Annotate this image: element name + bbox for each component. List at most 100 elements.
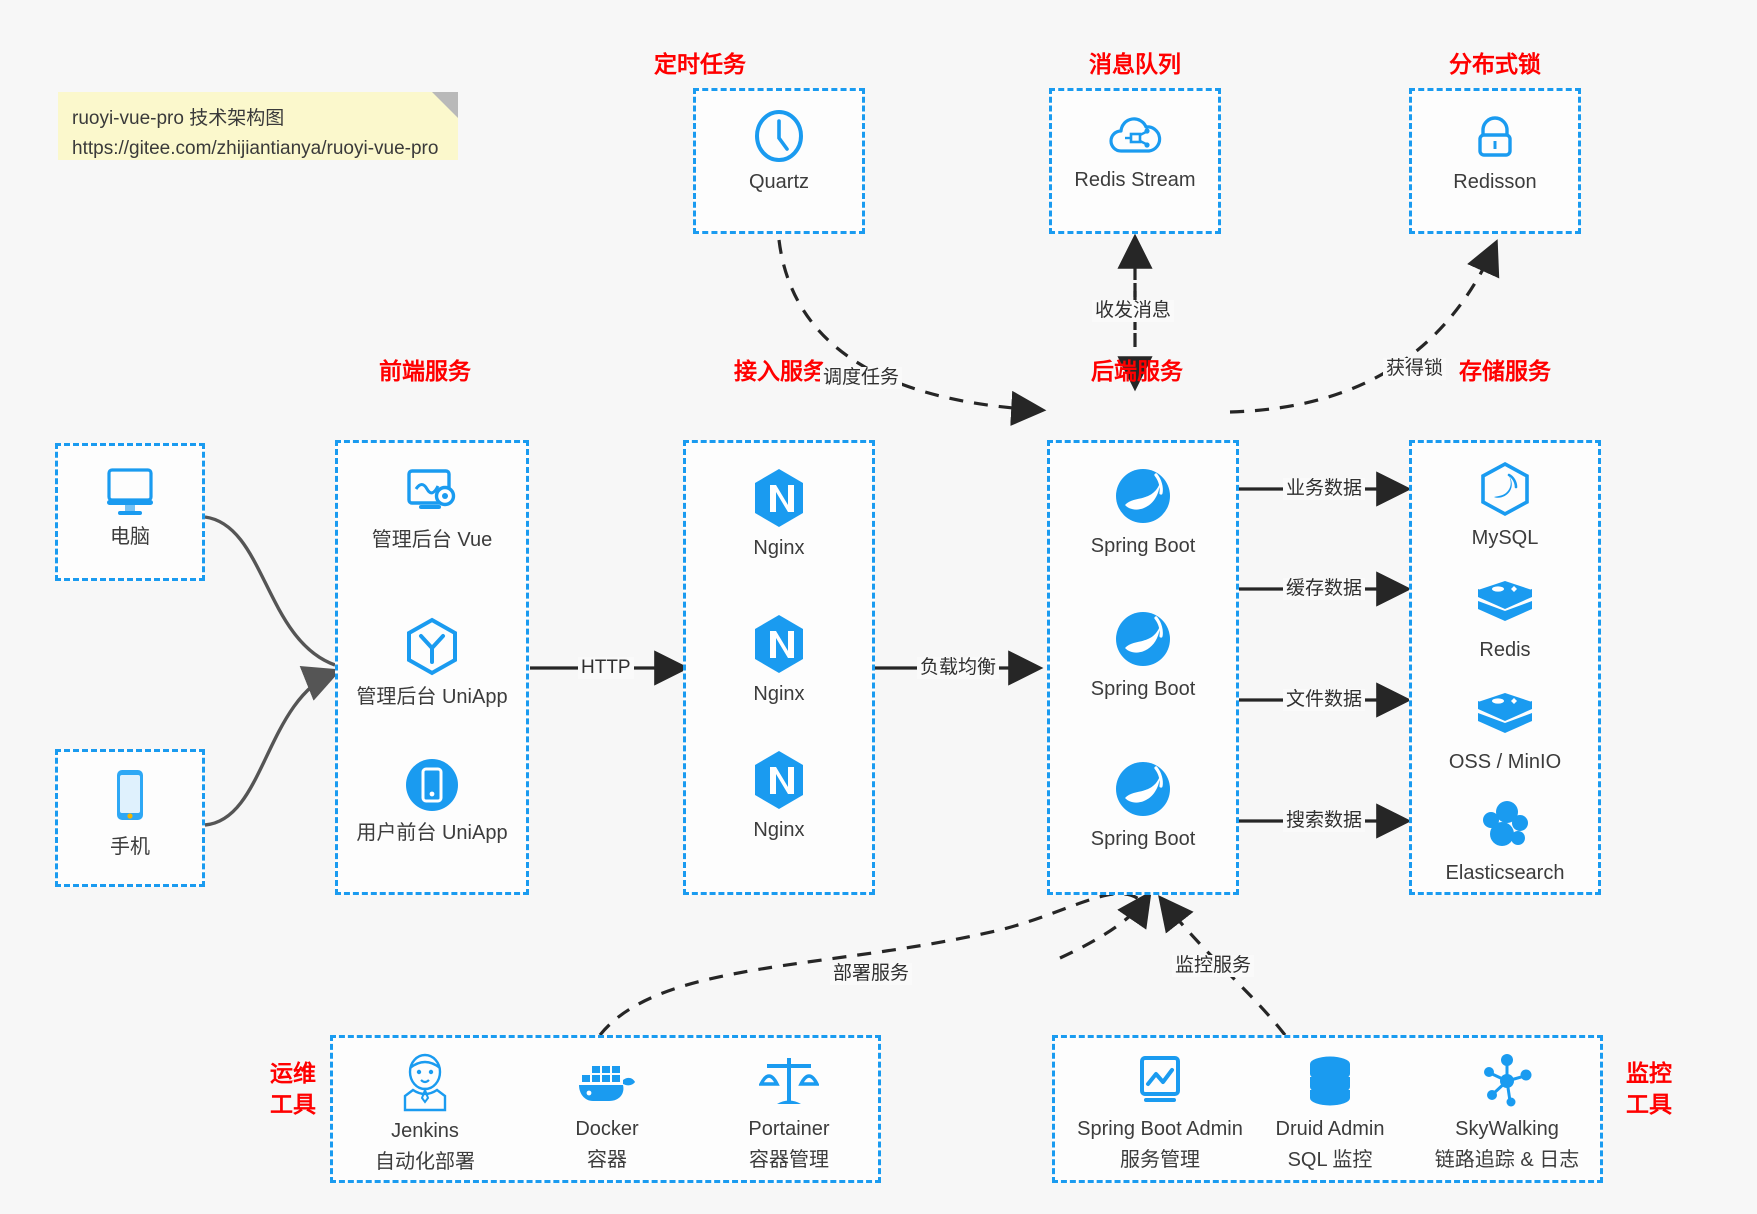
nginx-icon — [755, 615, 803, 673]
nginx-icon — [755, 751, 803, 809]
node-sublabel: 链路追踪 & 日志 — [1434, 1149, 1580, 1171]
node-label: Redis — [1479, 639, 1531, 661]
node-nginx-3[interactable]: Nginx — [686, 749, 872, 843]
edge-mobile-to-frontend — [204, 666, 342, 827]
note-fold-corner — [432, 92, 458, 118]
node-redisson[interactable]: Redisson — [1412, 111, 1578, 195]
group-box-storage[interactable]: MySQL Redis OSS / MinIO — [1409, 440, 1601, 895]
group-title-scheduler: 定时任务 — [654, 51, 746, 77]
node-portainer[interactable]: Portainer 容器管理 — [697, 1054, 881, 1173]
group-title-storage: 存储服务 — [1459, 358, 1551, 384]
group-title-monitor: 监控 工具 — [1614, 1058, 1684, 1120]
node-label: Nginx — [753, 683, 805, 705]
edge-label-schedule: 调度任务 — [820, 367, 903, 389]
desktop-icon — [107, 468, 153, 515]
cloud-stream-icon — [1109, 117, 1162, 153]
node-label: Nginx — [753, 537, 805, 559]
node-label: Redis Stream — [1074, 169, 1196, 191]
edge-acquire-lock — [1229, 239, 1500, 414]
node-spring-boot-3[interactable]: Spring Boot — [1050, 758, 1236, 852]
edge-desktop-to-frontend — [204, 515, 336, 667]
group-box-monitor[interactable]: Spring Boot Admin 服务管理 Druid Admin SQL 监… — [1052, 1035, 1603, 1183]
node-spring-boot-admin[interactable]: Spring Boot Admin 服务管理 — [1055, 1054, 1265, 1173]
node-desktop[interactable]: 电脑 — [58, 462, 202, 550]
uniapp-hex-icon — [407, 617, 457, 676]
node-label: Docker — [575, 1118, 639, 1140]
group-box-desktop[interactable]: 电脑 — [55, 443, 205, 581]
edge-label-deploy: 部署服务 — [830, 963, 913, 985]
node-nginx-2[interactable]: Nginx — [686, 613, 872, 707]
scales-icon — [759, 1058, 819, 1104]
group-box-devops[interactable]: Jenkins 自动化部署 Docker 容器 — [330, 1035, 881, 1183]
group-box-mobile[interactable]: 手机 — [55, 749, 205, 887]
group-box-backend[interactable]: Spring Boot Spring Boot Spring Boot — [1047, 440, 1239, 895]
redis-icon — [1478, 581, 1532, 621]
node-skywalking[interactable]: SkyWalking 链路追踪 & 日志 — [1407, 1052, 1607, 1173]
node-label: Druid Admin — [1275, 1118, 1385, 1140]
clock-icon — [755, 110, 803, 162]
node-label: Spring Boot — [1090, 678, 1196, 700]
node-sublabel: 自动化部署 — [375, 1151, 475, 1173]
node-label: SkyWalking — [1455, 1118, 1559, 1140]
node-admin-vue[interactable]: 管理后台 Vue — [338, 465, 526, 553]
group-box-scheduler[interactable]: Quartz — [693, 88, 865, 234]
node-sublabel: SQL 监控 — [1287, 1149, 1373, 1171]
group-title-devops-line1: 运维 — [270, 1060, 316, 1086]
group-box-frontend[interactable]: 管理后台 Vue 管理后台 UniApp 用户前台 UniApp — [335, 440, 529, 895]
edge-label-http: HTTP — [578, 657, 634, 679]
node-nginx-1[interactable]: Nginx — [686, 467, 872, 561]
node-label: Spring Boot — [1090, 828, 1196, 850]
edge-label-loadbalance: 负载均衡 — [917, 657, 1000, 679]
edge-deploy-head — [1059, 890, 1152, 960]
node-label: 电脑 — [110, 526, 150, 548]
sticky-note: ruoyi-vue-pro 技术架构图 https://gitee.com/zh… — [58, 92, 458, 160]
node-label: 用户前台 UniApp — [356, 822, 508, 844]
group-box-gateway[interactable]: Nginx Nginx Nginx — [683, 440, 875, 895]
node-label: OSS / MinIO — [1448, 751, 1562, 773]
edge-label-messages: 收发消息 — [1092, 300, 1175, 322]
skywalking-icon — [1484, 1054, 1532, 1107]
monitor-chart-icon — [1140, 1056, 1180, 1102]
monitor-settings-icon — [407, 469, 456, 509]
group-title-lock: 分布式锁 — [1449, 51, 1541, 77]
node-label: Redisson — [1453, 171, 1537, 193]
node-spring-boot-2[interactable]: Spring Boot — [1050, 608, 1236, 702]
node-label: Nginx — [753, 819, 805, 841]
group-title-monitor-line1: 监控 — [1626, 1060, 1672, 1086]
database-icon — [1310, 1056, 1350, 1106]
node-mobile[interactable]: 手机 — [58, 766, 202, 860]
edge-label-cache-data: 缓存数据 — [1283, 578, 1366, 600]
group-title-gateway: 接入服务 — [734, 358, 826, 384]
node-quartz[interactable]: Quartz — [696, 109, 862, 195]
node-elasticsearch[interactable]: Elasticsearch — [1412, 798, 1598, 886]
node-sublabel: 容器管理 — [749, 1149, 829, 1171]
node-spring-boot-1[interactable]: Spring Boot — [1050, 465, 1236, 559]
edge-label-file-data: 文件数据 — [1283, 689, 1366, 711]
group-box-lock[interactable]: Redisson — [1409, 88, 1581, 234]
note-line-2: https://gitee.com/zhijiantianya/ruoyi-vu… — [72, 138, 439, 159]
node-user-uniapp[interactable]: 用户前台 UniApp — [338, 756, 526, 846]
spring-boot-icon — [1116, 762, 1170, 816]
docker-icon — [579, 1066, 635, 1101]
note-line-1: ruoyi-vue-pro 技术架构图 — [72, 108, 285, 129]
node-jenkins[interactable]: Jenkins 自动化部署 — [333, 1052, 517, 1175]
node-redis-stream[interactable]: Redis Stream — [1052, 113, 1218, 193]
lock-icon — [1478, 116, 1512, 157]
node-mysql[interactable]: MySQL — [1412, 461, 1598, 551]
spring-boot-icon — [1116, 469, 1170, 523]
edge-label-monitoring: 监控服务 — [1172, 955, 1255, 977]
node-druid-admin[interactable]: Druid Admin SQL 监控 — [1235, 1054, 1425, 1173]
node-redis[interactable]: Redis — [1412, 579, 1598, 663]
edge-label-biz-data: 业务数据 — [1283, 478, 1366, 500]
node-sublabel: 容器 — [587, 1149, 627, 1171]
node-oss-minio[interactable]: OSS / MinIO — [1412, 691, 1598, 775]
mysql-icon — [1481, 461, 1529, 517]
mobile-circle-icon — [406, 759, 458, 811]
jenkins-icon — [403, 1053, 447, 1112]
group-title-devops-line2: 工具 — [270, 1091, 316, 1117]
node-docker[interactable]: Docker 容器 — [515, 1060, 699, 1173]
node-admin-uniapp[interactable]: 管理后台 UniApp — [338, 616, 526, 710]
group-box-mq[interactable]: Redis Stream — [1049, 88, 1221, 234]
node-label: Jenkins — [391, 1120, 459, 1142]
